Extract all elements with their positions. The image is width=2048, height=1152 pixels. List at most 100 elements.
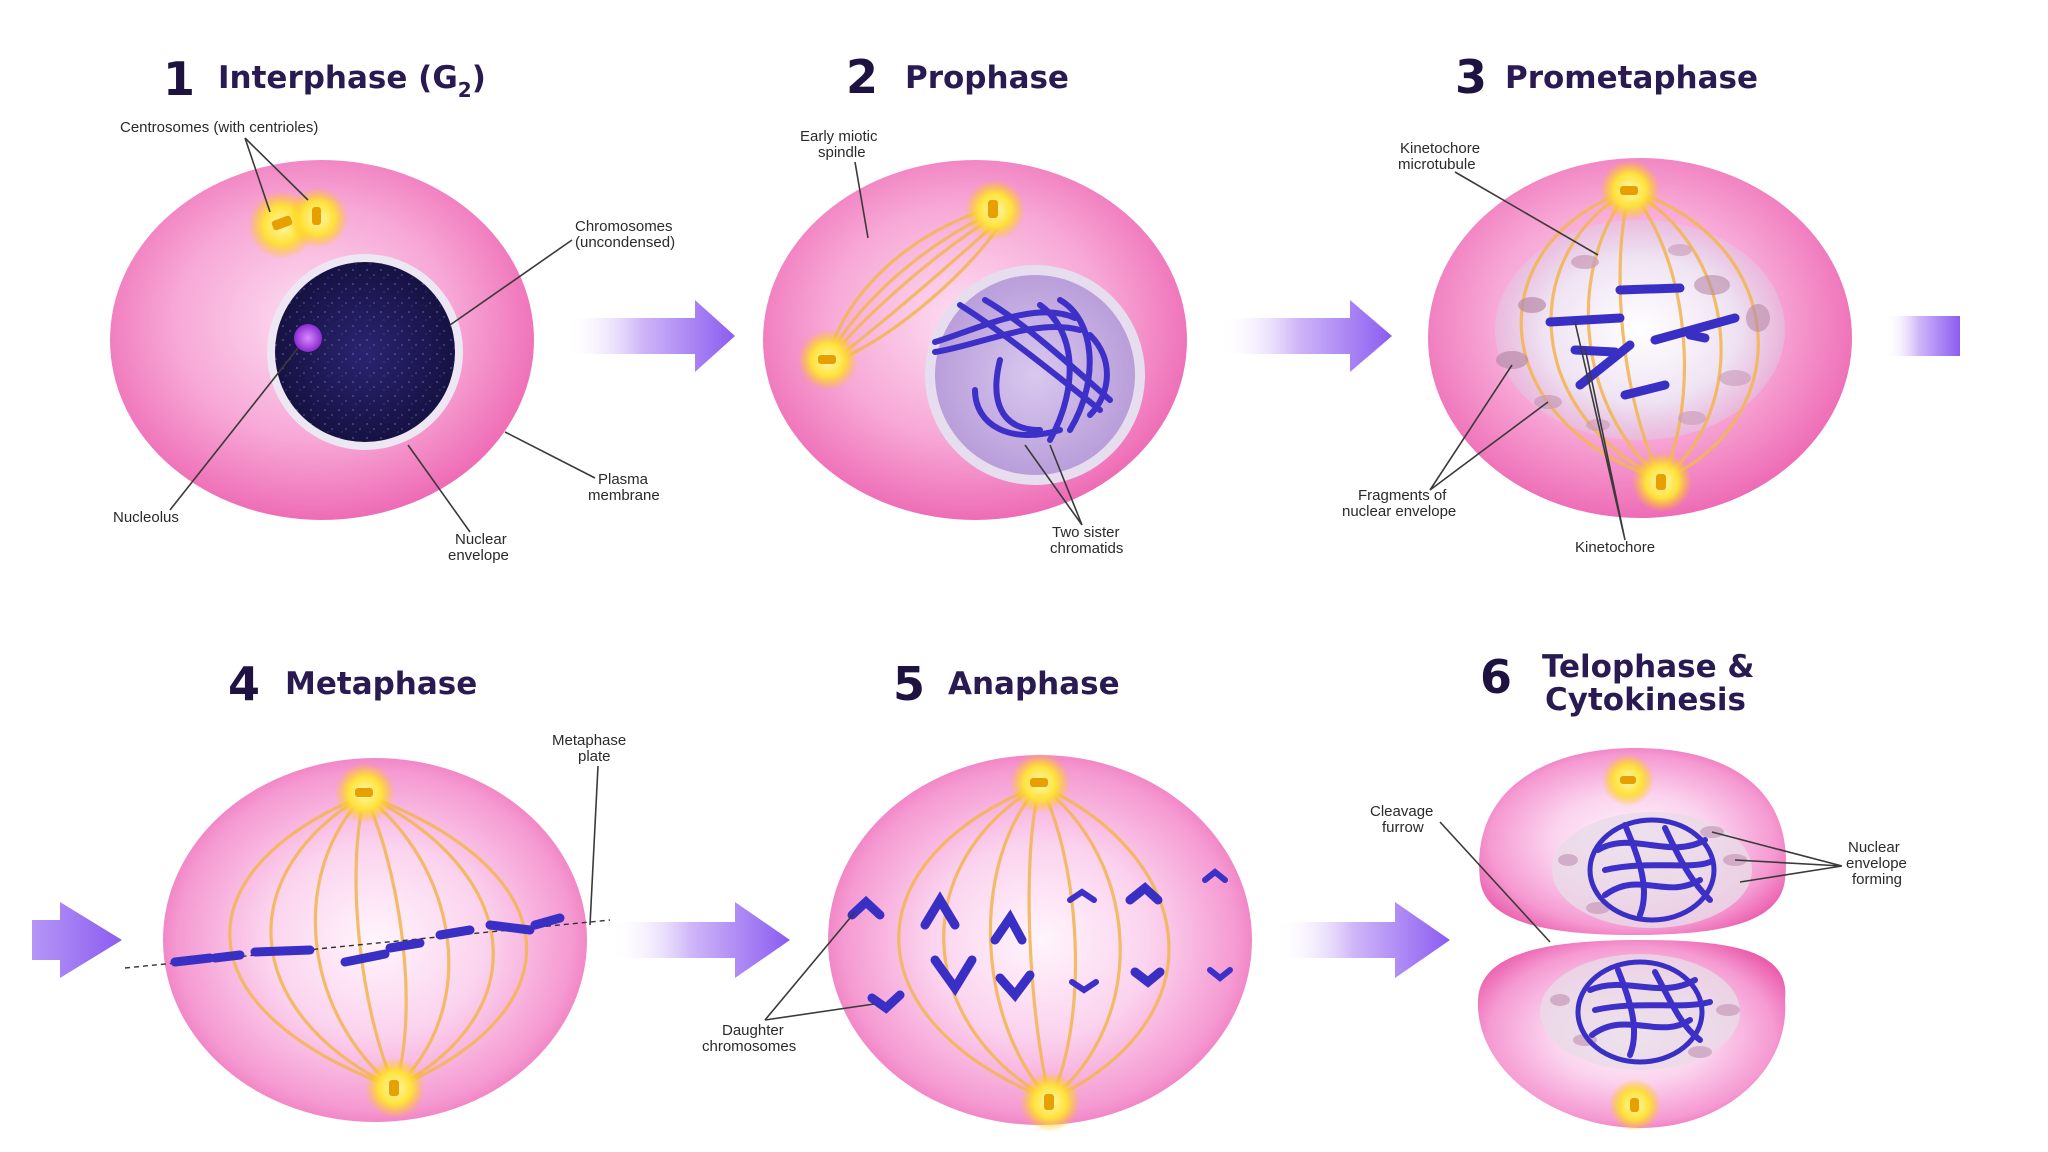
phase-5-number: 5 [893, 657, 925, 711]
svg-text:furrow: furrow [1382, 819, 1424, 836]
svg-text:spindle: spindle [818, 144, 866, 161]
spindle [228, 793, 529, 1090]
centrosome [1020, 1072, 1080, 1132]
phase-6-number: 6 [1480, 650, 1512, 704]
nuclear-envelope-fragments [1496, 244, 1770, 431]
phase-2-name: Prophase [905, 60, 1069, 96]
label-fragments: Fragments of nuclear envelope [1342, 364, 1549, 520]
svg-text:Centrosomes (with centrioles): Centrosomes (with centrioles) [120, 119, 318, 136]
svg-text:membrane: membrane [588, 487, 660, 504]
arrow-2-to-3 [1220, 300, 1392, 372]
phase-1-number: 1 [163, 52, 195, 106]
phase-5-title: 5 Anaphase [893, 657, 1120, 711]
phase-3-number: 3 [1455, 50, 1487, 104]
phase-6-name-line2: Cytokinesis [1545, 682, 1746, 718]
svg-text:Nuclear: Nuclear [1848, 839, 1900, 856]
chromatin [1595, 822, 1713, 918]
phase-3-title: 3 Prometaphase [1455, 50, 1758, 104]
svg-text:Metaphase: Metaphase [552, 732, 626, 749]
label-cleavage-furrow: Cleavage furrow [1370, 803, 1551, 943]
svg-text:Kinetochore: Kinetochore [1400, 140, 1480, 157]
arrow-4-entry [32, 902, 122, 978]
label-envelope-forming: Nuclear envelope forming [1711, 831, 1907, 888]
daughter-chromosomes [847, 868, 1233, 1014]
arrow-3-exit [1885, 316, 1960, 356]
spindle [897, 783, 1171, 1102]
phase-1-title: 1 Interphase (G2) [163, 52, 486, 106]
nucleus [925, 265, 1145, 485]
chromatin [1587, 967, 1713, 1058]
svg-text:chromosomes: chromosomes [702, 1038, 796, 1055]
svg-text:Kinetochore: Kinetochore [1575, 539, 1655, 556]
svg-text:envelope: envelope [1846, 855, 1907, 872]
label-early-spindle: Early miotic spindle [800, 128, 878, 239]
phase-6-title: 6 Telophase & Cytokinesis [1480, 649, 1754, 718]
label-chromosomes: Chromosomes (uncondensed) [449, 218, 675, 326]
centrosome [335, 763, 395, 823]
svg-text:nuclear envelope: nuclear envelope [1342, 503, 1456, 520]
svg-text:Fragments of: Fragments of [1358, 487, 1447, 504]
centrosome [365, 1058, 425, 1118]
svg-text:chromatids: chromatids [1050, 540, 1123, 557]
phase-1-name-end: ) [472, 60, 486, 96]
arrow-1-to-2 [565, 300, 735, 372]
phase-6-name-line1: Telophase & [1542, 649, 1754, 685]
svg-text:Early miotic: Early miotic [800, 128, 878, 145]
cell-prometaphase [1428, 158, 1852, 518]
phase-3-name: Prometaphase [1505, 60, 1758, 96]
nucleolus [294, 324, 322, 352]
centrosome [1600, 160, 1660, 220]
centrosome [1609, 1079, 1661, 1131]
svg-text:microtubule: microtubule [1398, 156, 1476, 173]
phase-2-number: 2 [846, 50, 878, 104]
phase-1-name: Interphase (G [218, 60, 458, 96]
label-metaphase-plate: Metaphase plate [552, 732, 626, 926]
cell-prophase [763, 160, 1187, 520]
svg-text:plate: plate [578, 748, 611, 765]
daughter-cell-bottom [1477, 940, 1786, 1131]
aligned-chromosomes [170, 913, 565, 967]
centrosome [248, 188, 348, 259]
svg-text:Plasma: Plasma [598, 471, 649, 488]
label-daughter-chromosomes: Daughter chromosomes [702, 911, 875, 1055]
phase-4-name: Metaphase [285, 666, 477, 702]
arrow-5-to-6 [1275, 902, 1450, 978]
svg-text:Daughter: Daughter [722, 1022, 784, 1039]
centrosome [798, 330, 858, 390]
svg-text:Nuclear: Nuclear [455, 531, 507, 548]
phase-1-subscript: 2 [458, 78, 472, 102]
svg-text:Cleavage: Cleavage [1370, 803, 1433, 820]
spindle [1519, 188, 1760, 482]
centrosome [1010, 753, 1070, 813]
svg-text:envelope: envelope [448, 547, 509, 564]
cell-interphase [110, 160, 534, 520]
label-centrosomes: Centrosomes (with centrioles) [120, 119, 318, 213]
label-sister-chromatids: Two sister chromatids [1024, 444, 1123, 557]
phase-4-number: 4 [228, 657, 260, 711]
svg-text:forming: forming [1852, 871, 1902, 888]
cell-telophase [1477, 748, 1787, 1131]
arrow-4-to-5 [610, 902, 790, 978]
centrosome [965, 180, 1025, 240]
svg-text:Chromosomes: Chromosomes [575, 218, 673, 235]
phase-2-title: 2 Prophase [846, 50, 1069, 104]
cell-metaphase [124, 758, 611, 1122]
centrosome [1632, 452, 1692, 512]
svg-text:(uncondensed): (uncondensed) [575, 234, 675, 251]
svg-text:Interphase (G2): Interphase (G2) [218, 60, 486, 102]
svg-text:Two sister: Two sister [1052, 524, 1120, 541]
daughter-cell-top [1479, 748, 1787, 935]
phase-4-title: 4 Metaphase [228, 657, 477, 711]
label-plasma-membrane: Plasma membrane [504, 431, 660, 504]
cell-anaphase [828, 753, 1252, 1132]
centrosome [1602, 754, 1654, 806]
nucleus [267, 254, 463, 450]
label-nuclear-envelope: Nuclear envelope [407, 444, 509, 564]
chromatids [932, 297, 1113, 443]
svg-text:Nucleolus: Nucleolus [113, 509, 179, 526]
label-kinetochore: Kinetochore [1574, 321, 1655, 556]
phase-5-name: Anaphase [948, 666, 1120, 702]
label-kinetochore-microtubule: Kinetochore microtubule [1398, 140, 1599, 256]
label-nucleolus: Nucleolus [113, 347, 299, 526]
